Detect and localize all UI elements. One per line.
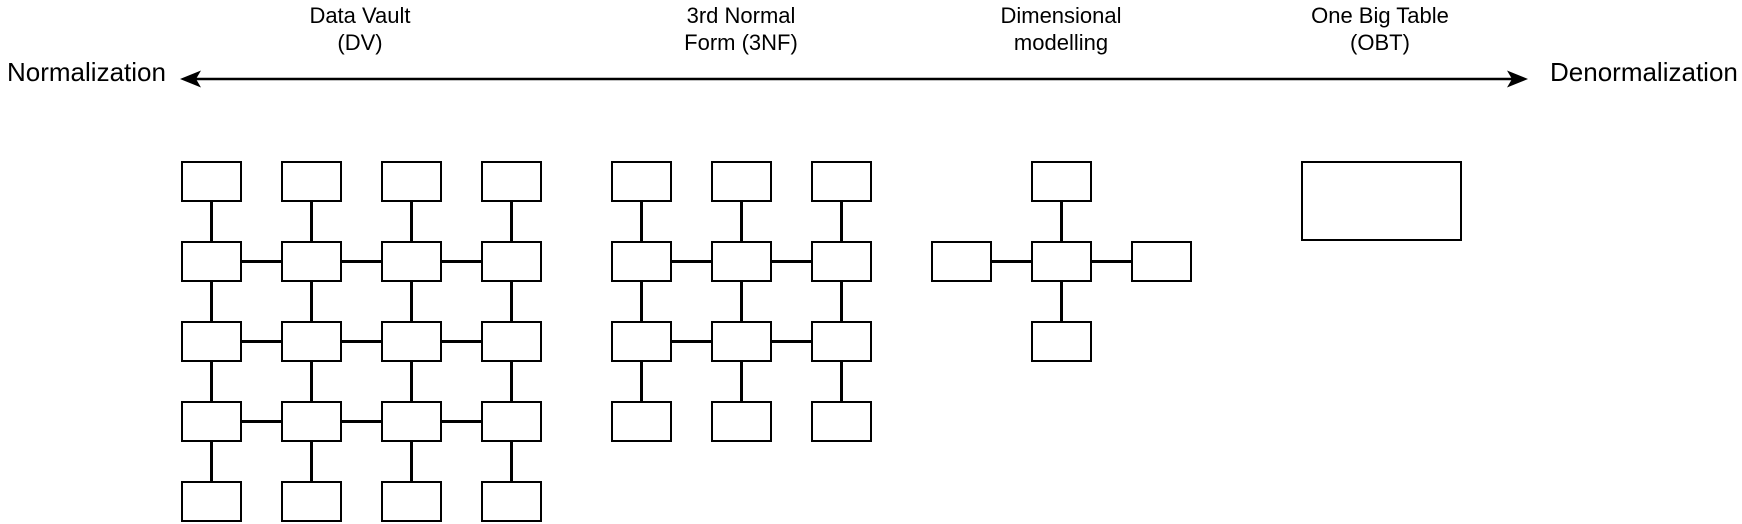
table-box	[611, 161, 672, 202]
table-box	[481, 161, 542, 202]
connector-line	[840, 361, 843, 402]
table-box	[611, 241, 672, 282]
denormalization-label: Denormalization	[1550, 57, 1738, 87]
connector-line	[410, 281, 413, 322]
table-box	[181, 321, 242, 362]
connector-line	[740, 281, 743, 322]
table-box	[281, 321, 342, 362]
connector-line	[441, 420, 482, 423]
table-box	[711, 161, 772, 202]
connector-line	[740, 361, 743, 402]
connector-line	[840, 201, 843, 242]
connector-line	[510, 281, 513, 322]
connector-line	[771, 340, 812, 343]
label-line-1: 3rd Normal	[686, 3, 796, 28]
connector-line	[1091, 260, 1132, 263]
table-box	[481, 481, 542, 522]
one-big-table-label: One Big Table (OBT)	[1230, 2, 1530, 56]
table-box	[381, 161, 442, 202]
connector-line	[1060, 281, 1063, 322]
table-box	[381, 481, 442, 522]
label-line-2: modelling	[1013, 30, 1109, 55]
label-line-1: One Big Table	[1311, 3, 1449, 28]
connector-line	[510, 441, 513, 482]
table-box	[611, 321, 672, 362]
table-box	[711, 321, 772, 362]
table-box	[181, 481, 242, 522]
label-line-2: (DV)	[337, 30, 383, 55]
connector-line	[341, 340, 382, 343]
dimension-table-box	[1031, 161, 1092, 202]
connector-line	[310, 201, 313, 242]
connector-line	[210, 281, 213, 322]
data-vault-label: Data Vault (DV)	[210, 2, 510, 56]
connector-line	[1060, 201, 1063, 242]
table-box	[281, 481, 342, 522]
connector-line	[740, 201, 743, 242]
connector-line	[671, 340, 712, 343]
table-box	[811, 401, 872, 442]
connector-line	[341, 260, 382, 263]
table-box	[811, 241, 872, 282]
table-box	[481, 321, 542, 362]
dimensional-modelling-label: Dimensional modelling	[911, 2, 1211, 56]
table-box	[281, 241, 342, 282]
connector-line	[210, 441, 213, 482]
connector-line	[310, 441, 313, 482]
connector-line	[640, 201, 643, 242]
dimension-table-box	[1031, 321, 1092, 362]
connector-line	[510, 201, 513, 242]
normalization-label: Normalization	[7, 57, 166, 87]
label-line-2: Form (3NF)	[684, 30, 798, 55]
connector-line	[840, 281, 843, 322]
table-box	[381, 241, 442, 282]
table-box	[281, 161, 342, 202]
fact-table-box	[1031, 241, 1092, 282]
table-box	[181, 401, 242, 442]
connector-line	[410, 201, 413, 242]
table-box	[611, 401, 672, 442]
connector-line	[640, 361, 643, 402]
table-box	[281, 401, 342, 442]
connector-line	[991, 260, 1032, 263]
connector-line	[441, 260, 482, 263]
connector-line	[210, 361, 213, 402]
label-line-2: (OBT)	[1350, 30, 1410, 55]
connector-line	[341, 420, 382, 423]
connector-line	[241, 420, 282, 423]
label-line-1: Data Vault	[309, 3, 411, 28]
connector-line	[210, 201, 213, 242]
connector-line	[441, 340, 482, 343]
connector-line	[671, 260, 712, 263]
connector-line	[410, 361, 413, 402]
one-big-table-box	[1301, 161, 1462, 241]
table-box	[481, 401, 542, 442]
third-normal-form-label: 3rd Normal Form (3NF)	[591, 2, 891, 56]
table-box	[711, 241, 772, 282]
connector-line	[241, 260, 282, 263]
connector-line	[410, 441, 413, 482]
connector-line	[241, 340, 282, 343]
table-box	[181, 161, 242, 202]
table-box	[381, 321, 442, 362]
label-line-1: Dimensional	[1000, 3, 1122, 28]
connector-line	[310, 361, 313, 402]
dimension-table-box	[931, 241, 992, 282]
table-box	[381, 401, 442, 442]
table-box	[481, 241, 542, 282]
dimension-table-box	[1131, 241, 1192, 282]
table-box	[711, 401, 772, 442]
connector-line	[640, 281, 643, 322]
table-box	[811, 321, 872, 362]
connector-line	[771, 260, 812, 263]
table-box	[811, 161, 872, 202]
table-box	[181, 241, 242, 282]
connector-line	[510, 361, 513, 402]
connector-line	[310, 281, 313, 322]
